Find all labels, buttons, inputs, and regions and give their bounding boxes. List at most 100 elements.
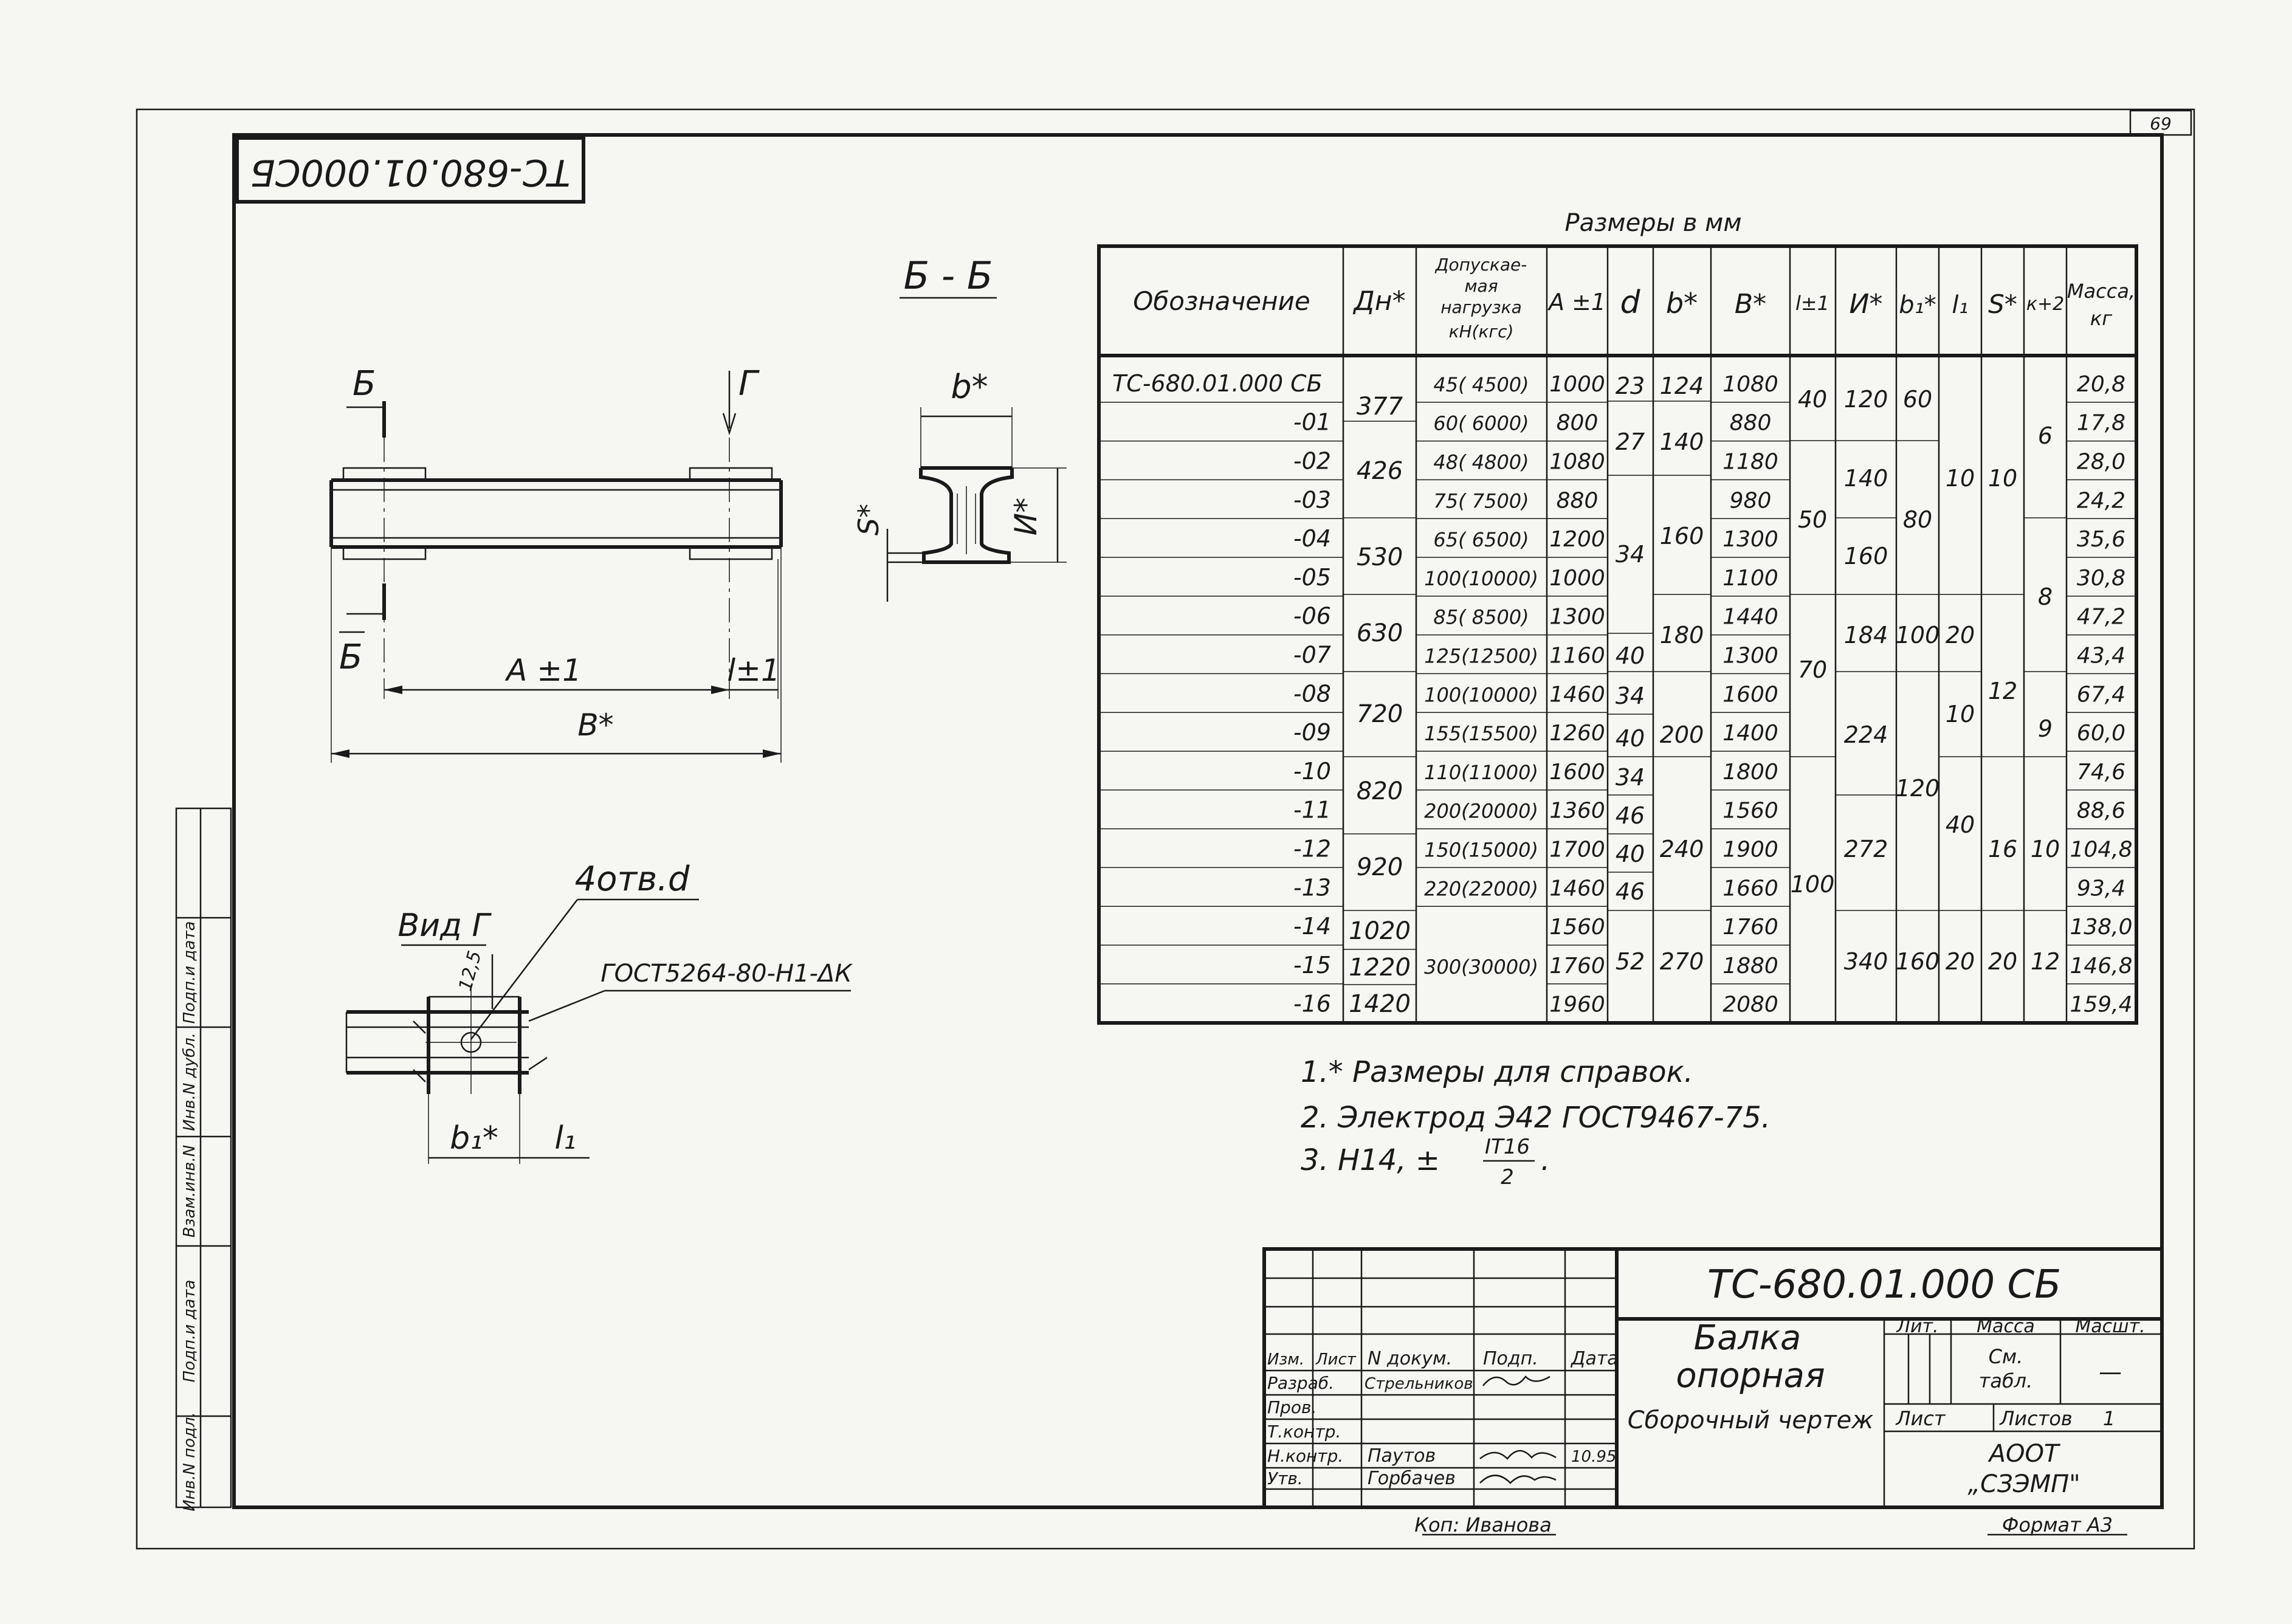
svg-text:100: 100 (1791, 871, 1835, 898)
table-cell-designation: -09 (1293, 719, 1331, 746)
svg-text:Масса,: Масса, (2067, 280, 2135, 303)
svg-text:140: 140 (1844, 465, 1888, 492)
svg-text:10: 10 (1988, 465, 2017, 492)
table-cell-a: 1000 (1549, 566, 1605, 591)
svg-text:40: 40 (1616, 642, 1645, 669)
svg-text:720: 720 (1357, 700, 1403, 728)
svg-text:630: 630 (1357, 619, 1403, 647)
svg-text:См.: См. (1989, 1345, 2023, 1368)
svg-text:Лист: Лист (1315, 1350, 1357, 1369)
dim-l: l±1 (727, 653, 780, 688)
table-cell-a: 1760 (1549, 954, 1605, 979)
note-2: 2. Электрод Э42 ГОСТ9467-75. (1301, 1101, 1771, 1135)
table-caption: Размеры в мм (1564, 209, 1741, 237)
table-cell-mass: 47,2 (2077, 605, 2125, 630)
table-cell-a: 1460 (1549, 682, 1605, 707)
table-cell-bb: 1180 (1722, 450, 1778, 475)
table-cell-mass: 28,0 (2077, 450, 2125, 475)
svg-text:Дата: Дата (1570, 1348, 1619, 1369)
svg-text:Подп.: Подп. (1483, 1348, 1538, 1369)
table-cell-mass: 20,8 (2077, 372, 2125, 397)
size-label: 12,5 (455, 949, 486, 994)
svg-text:Горбачев: Горбачев (1368, 1468, 1456, 1489)
svg-text:34: 34 (1616, 541, 1645, 568)
svg-text:Т.контр.: Т.контр. (1267, 1422, 1341, 1442)
data-table: Размеры в мм Обозначение Дн* Допускае- м… (1097, 209, 2138, 1025)
table-cell-a: 1960 (1549, 993, 1605, 1017)
svg-text:Лист: Лист (1895, 1407, 1946, 1430)
svg-text:S*: S* (1988, 289, 2017, 319)
table-cell-designation: -04 (1293, 525, 1331, 552)
doc-name-1: Балка (1694, 1318, 1802, 1358)
svg-text:160: 160 (1896, 948, 1940, 975)
svg-text:27: 27 (1616, 428, 1645, 455)
table-cell-mass: 35,6 (2077, 527, 2125, 552)
svg-text:d: d (1620, 284, 1640, 321)
weld-label: ГОСТ5264-80-Н1-ΔК (601, 960, 853, 988)
table-cell-load: 65( 6500) (1433, 528, 1529, 551)
table-cell-designation: -11 (1293, 797, 1331, 824)
arrow-g-label: Г (738, 364, 760, 404)
table-cell-load: 45( 4500) (1433, 373, 1529, 396)
view-g: Вид Г 4отв.d 12,5 ГОСТ5264-80-Н1-ΔК b₁* … (345, 859, 853, 1164)
table-cell-bb: 1560 (1722, 799, 1778, 824)
table-cell-a: 1700 (1549, 838, 1605, 862)
svg-text:Допускае-: Допускае- (1434, 255, 1527, 275)
table-cell-mass: 159,4 (2070, 993, 2132, 1017)
table-cell-designation: -03 (1293, 486, 1331, 513)
table-cell-bb: 1800 (1722, 760, 1778, 785)
table-cell-bb: 1300 (1722, 644, 1778, 669)
svg-text:Подп.и дата: Подп.и дата (181, 1280, 199, 1383)
table-cell-a: 1300 (1549, 605, 1605, 630)
table-cell-load: 125(12500) (1424, 645, 1538, 668)
svg-text:Н.контр.: Н.контр. (1267, 1446, 1343, 1466)
label-s-star: S* (852, 504, 885, 535)
svg-text:300(30000): 300(30000) (1424, 955, 1538, 979)
svg-text:—: — (2099, 1358, 2122, 1385)
svg-text:кН(кгс): кН(кгс) (1449, 322, 1514, 342)
svg-text:l±1: l±1 (1795, 292, 1829, 315)
table-cell-bb: 1600 (1722, 682, 1778, 707)
svg-text:820: 820 (1357, 777, 1403, 805)
svg-text:272: 272 (1844, 836, 1888, 862)
svg-text:мая: мая (1464, 276, 1498, 296)
table-cell-load: 155(15500) (1424, 722, 1538, 745)
svg-text:40: 40 (1946, 811, 1975, 838)
table-cell-designation: -15 (1293, 952, 1331, 979)
svg-text:80: 80 (1903, 506, 1932, 533)
svg-text:100: 100 (1896, 622, 1940, 649)
svg-text:ТС-680.01.000СБ: ТС-680.01.000СБ (250, 151, 571, 193)
table-cell-bb: 1400 (1722, 721, 1778, 746)
table-cell-bb: 1880 (1722, 954, 1778, 979)
table-cell-mass: 24,2 (2077, 488, 2125, 513)
svg-text:120: 120 (1896, 775, 1940, 802)
dim-l1: l₁ (554, 1120, 576, 1157)
svg-text:184: 184 (1844, 622, 1888, 649)
svg-text:1020: 1020 (1349, 917, 1411, 945)
table-cell-load: 48( 4800) (1433, 451, 1529, 474)
table-cell-load: 85( 8500) (1433, 606, 1529, 629)
table-cell-load: 75( 7500) (1433, 489, 1529, 512)
svg-text:10.95: 10.95 (1571, 1448, 1616, 1466)
copier-label: Коп: Иванова (1414, 1513, 1552, 1536)
svg-text:9: 9 (2038, 715, 2053, 742)
table-cell-designation: -08 (1293, 680, 1331, 707)
svg-text:нагрузка: нагрузка (1440, 297, 1521, 317)
svg-text:6: 6 (2038, 422, 2053, 449)
svg-text:Обозначение: Обозначение (1133, 286, 1310, 316)
view-g-title: Вид Г (398, 907, 492, 944)
table-cell-designation: -14 (1293, 913, 1331, 940)
svg-text:кг: кг (2090, 307, 2112, 330)
main-view: Б Б Г А ±1 l±1 В* (329, 364, 783, 763)
svg-text:530: 530 (1357, 543, 1403, 571)
svg-text:180: 180 (1660, 622, 1704, 649)
dim-b1: b₁* (450, 1120, 498, 1157)
svg-text:23: 23 (1616, 373, 1645, 399)
table-cell-load: 100(10000) (1424, 567, 1538, 590)
table-cell-bb: 1100 (1722, 566, 1778, 591)
table-cell-mass: 74,6 (2077, 760, 2125, 785)
svg-text:52: 52 (1616, 948, 1645, 975)
cut-mark-bottom: Б (339, 638, 362, 677)
